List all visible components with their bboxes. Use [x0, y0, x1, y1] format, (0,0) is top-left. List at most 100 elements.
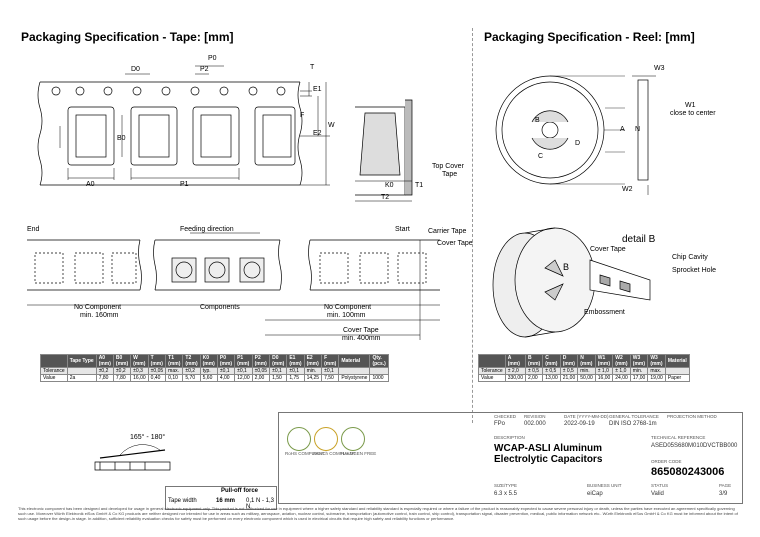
- table-cell: ±0,05: [147, 367, 167, 375]
- badge-reach: REACh COMPLIANT: [313, 451, 356, 456]
- table-cell: min.: [577, 367, 596, 375]
- table-cell: C(mm): [542, 354, 561, 368]
- table-cell: ±0,1: [286, 367, 305, 375]
- status-value: Valid: [651, 491, 664, 497]
- table-cell: ±0,1: [234, 367, 253, 375]
- table-cell: 2a: [66, 374, 97, 382]
- table-cell: Tolerance: [40, 367, 68, 375]
- table-cell: ± 0,5: [524, 367, 544, 375]
- table-cell: 19,00: [647, 374, 666, 382]
- label-w1-note: close to center: [670, 110, 716, 117]
- label-b0: B0: [117, 135, 126, 142]
- table-cell: ±0,2: [182, 367, 201, 375]
- sprocket-holes: [51, 86, 286, 96]
- table-cell: W1(mm): [594, 354, 614, 368]
- table-cell: K0(mm): [199, 354, 218, 368]
- table-cell: 13,00: [542, 374, 561, 382]
- peel-table: Pull-off force Tape width 16 mm 0,1 N - …: [165, 486, 277, 510]
- table-cell: E2(mm): [303, 354, 323, 368]
- table-cell: P0(mm): [216, 354, 236, 368]
- table-cell: E1(mm): [286, 354, 305, 368]
- table-cell: A(mm): [504, 354, 526, 368]
- label-top-cover: Top Cover: [432, 163, 464, 170]
- label-min160: min. 160mm: [80, 312, 119, 319]
- table-cell: 1000: [369, 374, 389, 382]
- rohs-badge: [287, 427, 311, 451]
- reel-front-view: [495, 75, 656, 195]
- label-b: B: [535, 117, 540, 124]
- label-components: Components: [200, 304, 240, 311]
- table-cell: 7,50: [321, 374, 340, 382]
- table-cell: ± 1,0: [594, 367, 614, 375]
- tape-top-view: [37, 65, 330, 186]
- label-d: D: [575, 140, 581, 147]
- table-cell: 7,80: [112, 374, 132, 382]
- table-cell: 0,40: [147, 374, 167, 382]
- reach-badge: [314, 427, 338, 451]
- table-cell: 16,00: [594, 374, 614, 382]
- table-cell: ±0,1: [269, 367, 288, 375]
- table-cell: 24,00: [612, 374, 631, 382]
- table-cell: min.: [303, 367, 323, 375]
- label-t2: T2: [381, 194, 390, 201]
- label-e1: E1: [313, 86, 322, 93]
- order-caption: ORDER CODE: [651, 459, 682, 464]
- label-p0: P0: [208, 55, 217, 62]
- halogen-badge: [341, 427, 365, 451]
- page-value: 3/9: [719, 491, 728, 497]
- table-cell: Qty.(pcs.): [369, 354, 389, 368]
- table-cell: Material: [338, 354, 371, 368]
- label-w3: W3: [654, 65, 665, 72]
- table-cell: Paper: [664, 374, 690, 382]
- table-cell: ±0,3: [130, 367, 149, 375]
- table-cell: ± 0,5: [542, 367, 561, 375]
- label-p1: P1: [180, 181, 189, 188]
- table-cell: ±0,1: [321, 367, 340, 375]
- table-cell: ±0,2: [112, 367, 132, 375]
- table-cell: Value: [478, 374, 506, 382]
- label-nocomp1: No Component: [74, 304, 122, 311]
- table-cell: ± 2,0: [504, 367, 526, 375]
- label-t1: T1: [415, 182, 424, 189]
- table-cell: T2(mm): [182, 354, 201, 368]
- table-cell: 16,00: [130, 374, 149, 382]
- table-cell: 7,80: [95, 374, 114, 382]
- reel-section-title: Packaging Specification - Reel: [mm]: [484, 30, 695, 44]
- table-cell: P2(mm): [251, 354, 271, 368]
- table-cell: 4,00: [216, 374, 236, 382]
- label-reel-cover: Cover Tape: [590, 246, 626, 253]
- table-cell: ±0,05: [251, 367, 271, 375]
- label-c: C: [538, 153, 544, 160]
- label-b-big: B: [563, 262, 570, 272]
- label-w2: W2: [622, 186, 633, 193]
- table-cell: 2,00: [251, 374, 271, 382]
- table-cell: [369, 367, 389, 375]
- peel-force: 0,1 N - 1,3 N: [246, 498, 275, 510]
- table-cell: 50,00: [577, 374, 596, 382]
- table-cell: D(mm): [559, 354, 579, 368]
- table-cell: 21,00: [559, 374, 579, 382]
- tape-section-title: Packaging Specification - Tape: [mm]: [21, 30, 234, 44]
- tech-value: ASED05S680M010DVCTBB000: [651, 443, 738, 449]
- checked-caption: CHECKED: [494, 414, 517, 419]
- section-divider: [472, 28, 473, 423]
- table-cell: W3(mm): [629, 354, 649, 368]
- table-cell: ±0,2: [95, 367, 114, 375]
- table-cell: B(mm): [524, 354, 544, 368]
- table-cell: 12,00: [234, 374, 253, 382]
- table-cell: 1,50: [269, 374, 288, 382]
- table-cell: Tolerance: [478, 367, 506, 375]
- table-cell: max.: [647, 367, 666, 375]
- table-cell: 1,75: [286, 374, 305, 382]
- desc-caption: DESCRIPTION: [494, 435, 525, 440]
- label-start: Start: [395, 226, 410, 233]
- table-cell: ±0,1: [216, 367, 236, 375]
- size-value: 6.3 x 5.5: [494, 491, 518, 497]
- table-cell: 330,00: [504, 374, 526, 382]
- table-cell: 2,00: [524, 374, 544, 382]
- label-nocomp2: No Component: [324, 304, 372, 311]
- table-cell: Tape Type: [66, 354, 97, 368]
- table-cell: N(mm): [577, 354, 596, 368]
- label-d0: D0: [131, 66, 140, 73]
